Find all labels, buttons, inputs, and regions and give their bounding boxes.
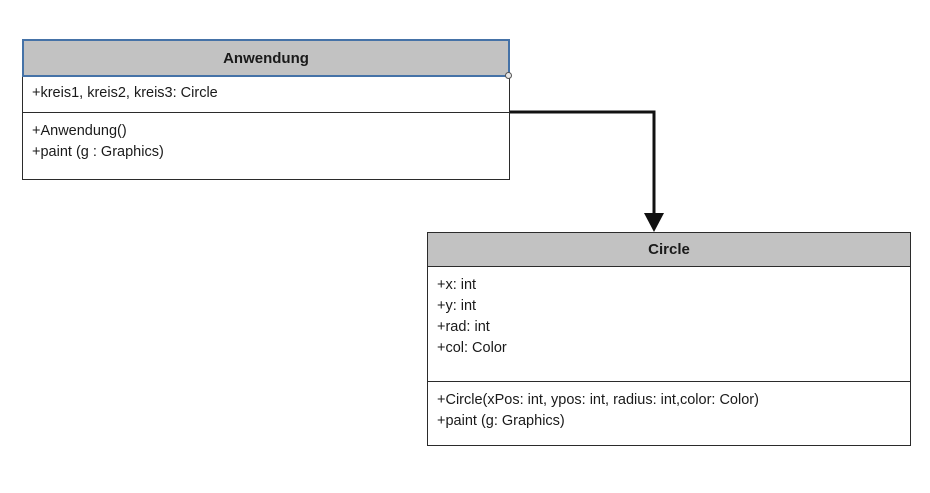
- class-name-circle: Circle: [648, 241, 690, 258]
- connector-line[interactable]: [510, 110, 656, 222]
- selection-handle-bottom-right[interactable]: [505, 72, 512, 79]
- attributes-compartment-circle: +x: int +y: int +rad: int +col: Color: [427, 267, 911, 382]
- attribute-row: +rad: int: [437, 319, 490, 335]
- attribute-row: +x: int: [437, 277, 477, 293]
- uml-class-anwendung[interactable]: Anwendung +kreis1, kreis2, kreis3: Circl…: [22, 39, 512, 180]
- attribute-row: +kreis1, kreis2, kreis3: Circle: [32, 85, 218, 101]
- uml-class-circle[interactable]: Circle +x: int +y: int +rad: int +col: C…: [427, 232, 911, 446]
- method-row: +Circle(xPos: int, ypos: int, radius: in…: [437, 392, 759, 408]
- class-header-anwendung[interactable]: Anwendung: [22, 39, 512, 79]
- attribute-row: +y: int: [437, 298, 477, 314]
- class-header-circle[interactable]: Circle: [427, 232, 911, 267]
- arrowhead-icon: [644, 213, 664, 232]
- methods-compartment-anwendung: +Anwendung() +paint (g : Graphics): [22, 113, 510, 180]
- class-name-anwendung: Anwendung: [223, 49, 309, 67]
- attribute-row: +col: Color: [437, 340, 507, 356]
- attributes-compartment-anwendung: +kreis1, kreis2, kreis3: Circle: [22, 77, 510, 113]
- methods-compartment-circle: +Circle(xPos: int, ypos: int, radius: in…: [427, 382, 911, 446]
- method-row: +paint (g : Graphics): [32, 144, 164, 160]
- method-row: +Anwendung(): [32, 123, 127, 139]
- method-row: +paint (g: Graphics): [437, 413, 565, 429]
